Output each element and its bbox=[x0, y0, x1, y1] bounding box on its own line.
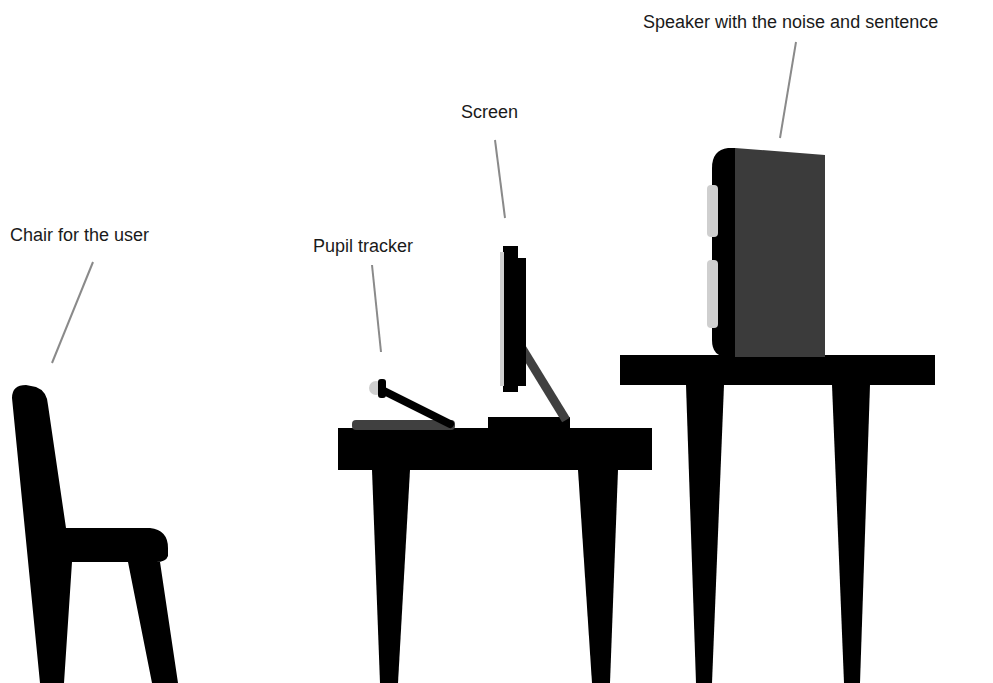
monitor-device bbox=[488, 246, 570, 430]
desk-table bbox=[338, 428, 652, 683]
leader-line bbox=[780, 42, 796, 138]
speaker-table bbox=[620, 355, 935, 683]
chair-silhouette bbox=[12, 385, 178, 683]
part-label: Pupil tracker bbox=[313, 235, 413, 257]
speaker-device bbox=[707, 148, 825, 357]
pupil-tracker-device bbox=[352, 379, 455, 430]
part-label: Speaker with the noise and sentence bbox=[643, 11, 938, 33]
part-label: Screen bbox=[461, 101, 518, 123]
leader-line bbox=[495, 140, 505, 218]
part-label: Chair for the user bbox=[10, 224, 149, 246]
leader-line bbox=[52, 262, 93, 363]
leader-line bbox=[372, 265, 381, 352]
